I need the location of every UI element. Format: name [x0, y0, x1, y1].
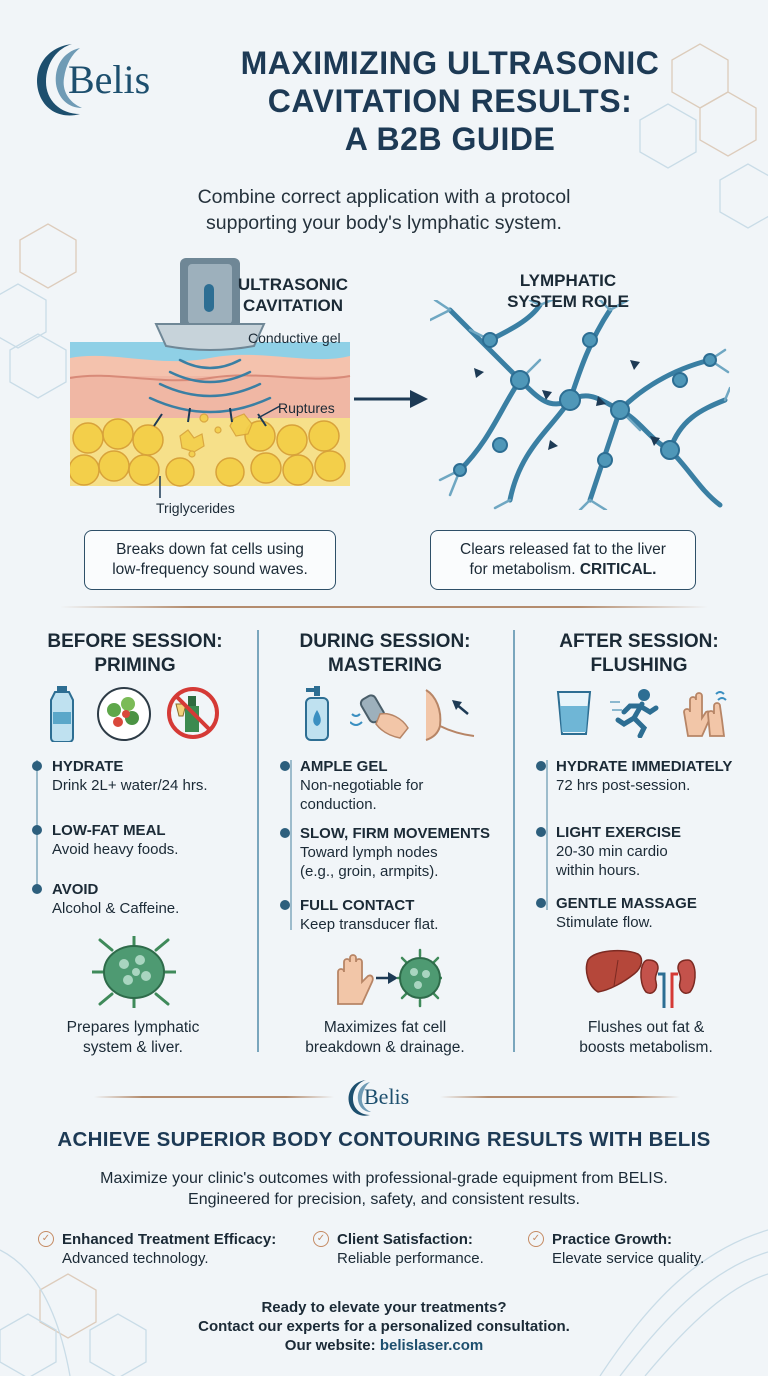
benefit-growth: ✓ Practice Growth: Elevate service quali… — [528, 1230, 742, 1268]
timeline-dot — [536, 827, 546, 837]
running-person-icon — [610, 689, 659, 738]
footer-divider-right — [440, 1096, 680, 1098]
logo-swoosh-icon — [348, 1080, 371, 1116]
step-gentle-massage: GENTLE MASSAGE Stimulate flow. — [536, 894, 697, 932]
during-session-title: DURING SESSION: MASTERING — [299, 631, 471, 676]
website-link[interactable]: belislaser.com — [379, 1337, 484, 1354]
logo-wordmark: Belis — [68, 57, 151, 102]
armpit-arrow-icon — [425, 689, 475, 741]
ruptures-label: Ruptures — [278, 400, 335, 416]
transducer-hand-icon — [350, 694, 409, 739]
timeline-dot — [32, 761, 42, 771]
timeline-dot — [280, 828, 290, 838]
check-icon: ✓ — [38, 1231, 54, 1247]
massage-hands-icon — [683, 691, 727, 737]
step-ample-gel: AMPLE GEL Non-negotiable for conduction. — [280, 757, 423, 814]
timeline-dot — [536, 761, 546, 771]
logo-swoosh-icon — [37, 44, 82, 116]
water-bottle-icon — [50, 686, 74, 742]
during-footer: Maximizes fat cell breakdown & drainage. — [305, 1019, 465, 1056]
contact-block: Ready to elevate your treatments? Contac… — [198, 1299, 570, 1354]
cavitation-illustration — [70, 258, 351, 498]
timeline-dot — [32, 825, 42, 835]
before-footer: Prepares lymphatic system & liver. — [66, 1019, 200, 1056]
lymph-node-icon — [92, 936, 176, 1008]
cta-title: ACHIEVE SUPERIOR BODY CONTOURING RESULTS… — [57, 1128, 711, 1151]
arrow-right-icon — [354, 390, 428, 408]
lymphatic-title: LYMPHATIC SYSTEM ROLE — [507, 271, 629, 311]
column-separator — [257, 630, 259, 1052]
lymphatic-info-box: Clears released fat to the liver for met… — [430, 530, 696, 590]
header-logo: Belis — [28, 38, 168, 122]
timeline-dot — [280, 900, 290, 910]
logo-wordmark: Belis — [364, 1084, 410, 1109]
step-slow-firm-movements: SLOW, FIRM MOVEMENTS Toward lymph nodes … — [280, 824, 490, 881]
step-avoid: AVOID Alcohol & Caffeine. — [32, 880, 179, 918]
step-low-fat-meal: LOW-FAT MEAL Avoid heavy foods. — [32, 821, 178, 859]
column-separator — [513, 630, 515, 1052]
conductive-gel-label: Conductive gel — [248, 330, 341, 346]
timeline-dot — [536, 898, 546, 908]
no-alcohol-icon — [167, 687, 219, 739]
liver-kidneys-icon — [585, 949, 696, 1008]
check-icon: ✓ — [528, 1231, 544, 1247]
triglycerides-label: Triglycerides — [156, 500, 235, 516]
step-hydrate-immediately: HYDRATE IMMEDIATELY 72 hrs post-session. — [536, 757, 732, 795]
cavitation-title: ULTRASONIC CAVITATION — [237, 275, 349, 315]
water-glass-icon — [556, 691, 592, 735]
after-session-title: AFTER SESSION: FLUSHING — [559, 631, 719, 676]
timeline-line — [290, 760, 292, 930]
after-footer: Flushes out fat & boosts metabolism. — [579, 1019, 713, 1056]
lymphatic-network-illustration — [430, 300, 730, 510]
page-subtitle: Combine correct application with a proto… — [197, 186, 571, 234]
salad-icon — [97, 687, 151, 741]
gel-pump-icon — [305, 686, 329, 741]
page-title: MAXIMIZING ULTRASONIC CAVITATION RESULTS… — [240, 45, 660, 157]
timeline-dot — [32, 884, 42, 894]
hand-to-cell-icon — [337, 948, 442, 1008]
benefit-efficacy: ✓ Enhanced Treatment Efficacy: Advanced … — [38, 1230, 302, 1268]
footer-logo: Belis — [344, 1076, 434, 1120]
check-icon: ✓ — [313, 1231, 329, 1247]
step-hydrate: HYDRATE Drink 2L+ water/24 hrs. — [32, 757, 208, 795]
step-full-contact: FULL CONTACT Keep transducer flat. — [280, 896, 438, 934]
step-light-exercise: LIGHT EXERCISE 20-30 min cardio within h… — [536, 823, 681, 880]
footer-divider-left — [94, 1096, 334, 1098]
cta-text: Maximize your clinic's outcomes with pro… — [100, 1170, 668, 1208]
section-divider — [60, 606, 708, 608]
before-session-title: BEFORE SESSION: PRIMING — [47, 631, 223, 676]
critical-emphasis: CRITICAL. — [579, 561, 657, 578]
cavitation-info-box: Breaks down fat cells using low-frequenc… — [84, 530, 336, 590]
timeline-line — [546, 760, 548, 910]
timeline-dot — [280, 761, 290, 771]
benefit-satisfaction: ✓ Client Satisfaction: Reliable performa… — [313, 1230, 517, 1268]
